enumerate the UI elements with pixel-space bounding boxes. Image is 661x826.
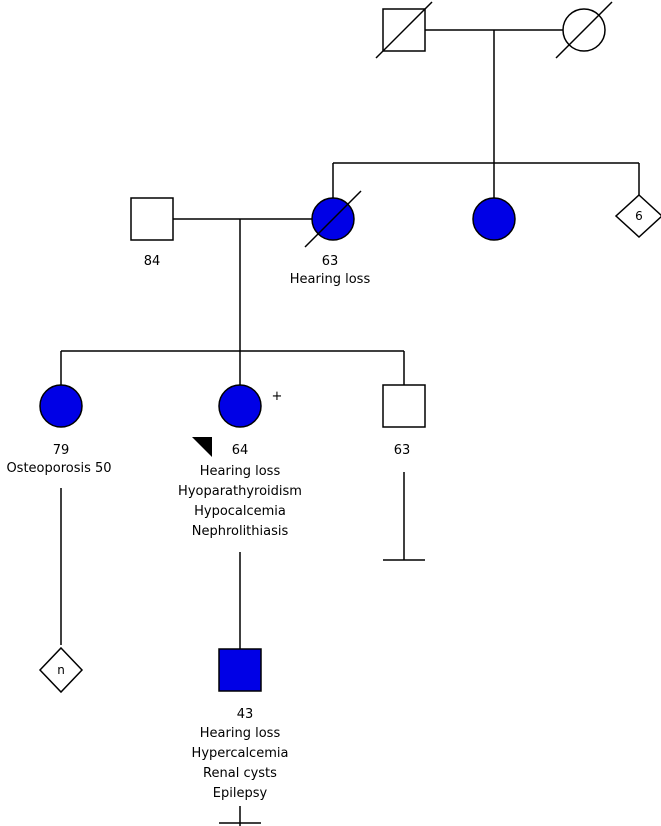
proband-condition: Hyoparathyroidism bbox=[178, 484, 302, 499]
brother-symbol bbox=[382, 384, 426, 428]
grandmother-deceased-slash bbox=[555, 1, 613, 59]
aunt-symbol bbox=[472, 197, 516, 241]
sister-age: 79 bbox=[53, 443, 70, 458]
proband-arrow-icon bbox=[192, 437, 212, 457]
son-symbol bbox=[218, 648, 262, 692]
aunt bbox=[472, 197, 516, 241]
mother-deceased-slash bbox=[304, 190, 362, 248]
mother-age: 63 bbox=[322, 254, 339, 269]
son-age: 43 bbox=[237, 707, 254, 722]
sister-condition: Osteoporosis 50 bbox=[6, 461, 111, 476]
son: 43 Hearing loss Hypercalcemia Renal cyst… bbox=[192, 648, 289, 801]
proband-marker: + bbox=[272, 389, 283, 404]
proband-condition: Hypocalcemia bbox=[194, 504, 286, 519]
other-siblings-count: 6 bbox=[635, 209, 643, 223]
grandfather bbox=[375, 1, 433, 59]
sister-children-count: n bbox=[57, 663, 65, 677]
other-siblings-symbol bbox=[614, 193, 661, 239]
proband-symbol bbox=[218, 384, 262, 428]
sister: 79 Osteoporosis 50 bbox=[6, 384, 112, 476]
son-condition: Epilepsy bbox=[213, 786, 268, 801]
brother-age: 63 bbox=[394, 443, 411, 458]
son-condition: Hearing loss bbox=[200, 726, 281, 741]
sister-children: n bbox=[38, 646, 84, 694]
proband: + 64 Hearing loss Hyoparathyroidism Hypo… bbox=[178, 384, 302, 539]
sister-symbol bbox=[39, 384, 83, 428]
son-condition: Hypercalcemia bbox=[192, 746, 289, 761]
mother: 63 Hearing loss bbox=[290, 190, 371, 287]
proband-age: 64 bbox=[232, 443, 249, 458]
father: 84 bbox=[130, 197, 174, 269]
pedigree-lines bbox=[60, 29, 640, 826]
father-age: 84 bbox=[144, 254, 161, 269]
grandfather-deceased-slash bbox=[375, 1, 433, 59]
other-siblings: 6 bbox=[614, 193, 661, 239]
proband-condition: Hearing loss bbox=[200, 464, 281, 479]
son-condition: Renal cysts bbox=[203, 766, 277, 781]
mother-condition: Hearing loss bbox=[290, 272, 371, 287]
brother: 63 bbox=[382, 384, 426, 458]
proband-condition: Nephrolithiasis bbox=[192, 524, 289, 539]
father-symbol bbox=[130, 197, 174, 241]
grandmother bbox=[555, 1, 613, 59]
sister-children-symbol bbox=[38, 646, 84, 694]
